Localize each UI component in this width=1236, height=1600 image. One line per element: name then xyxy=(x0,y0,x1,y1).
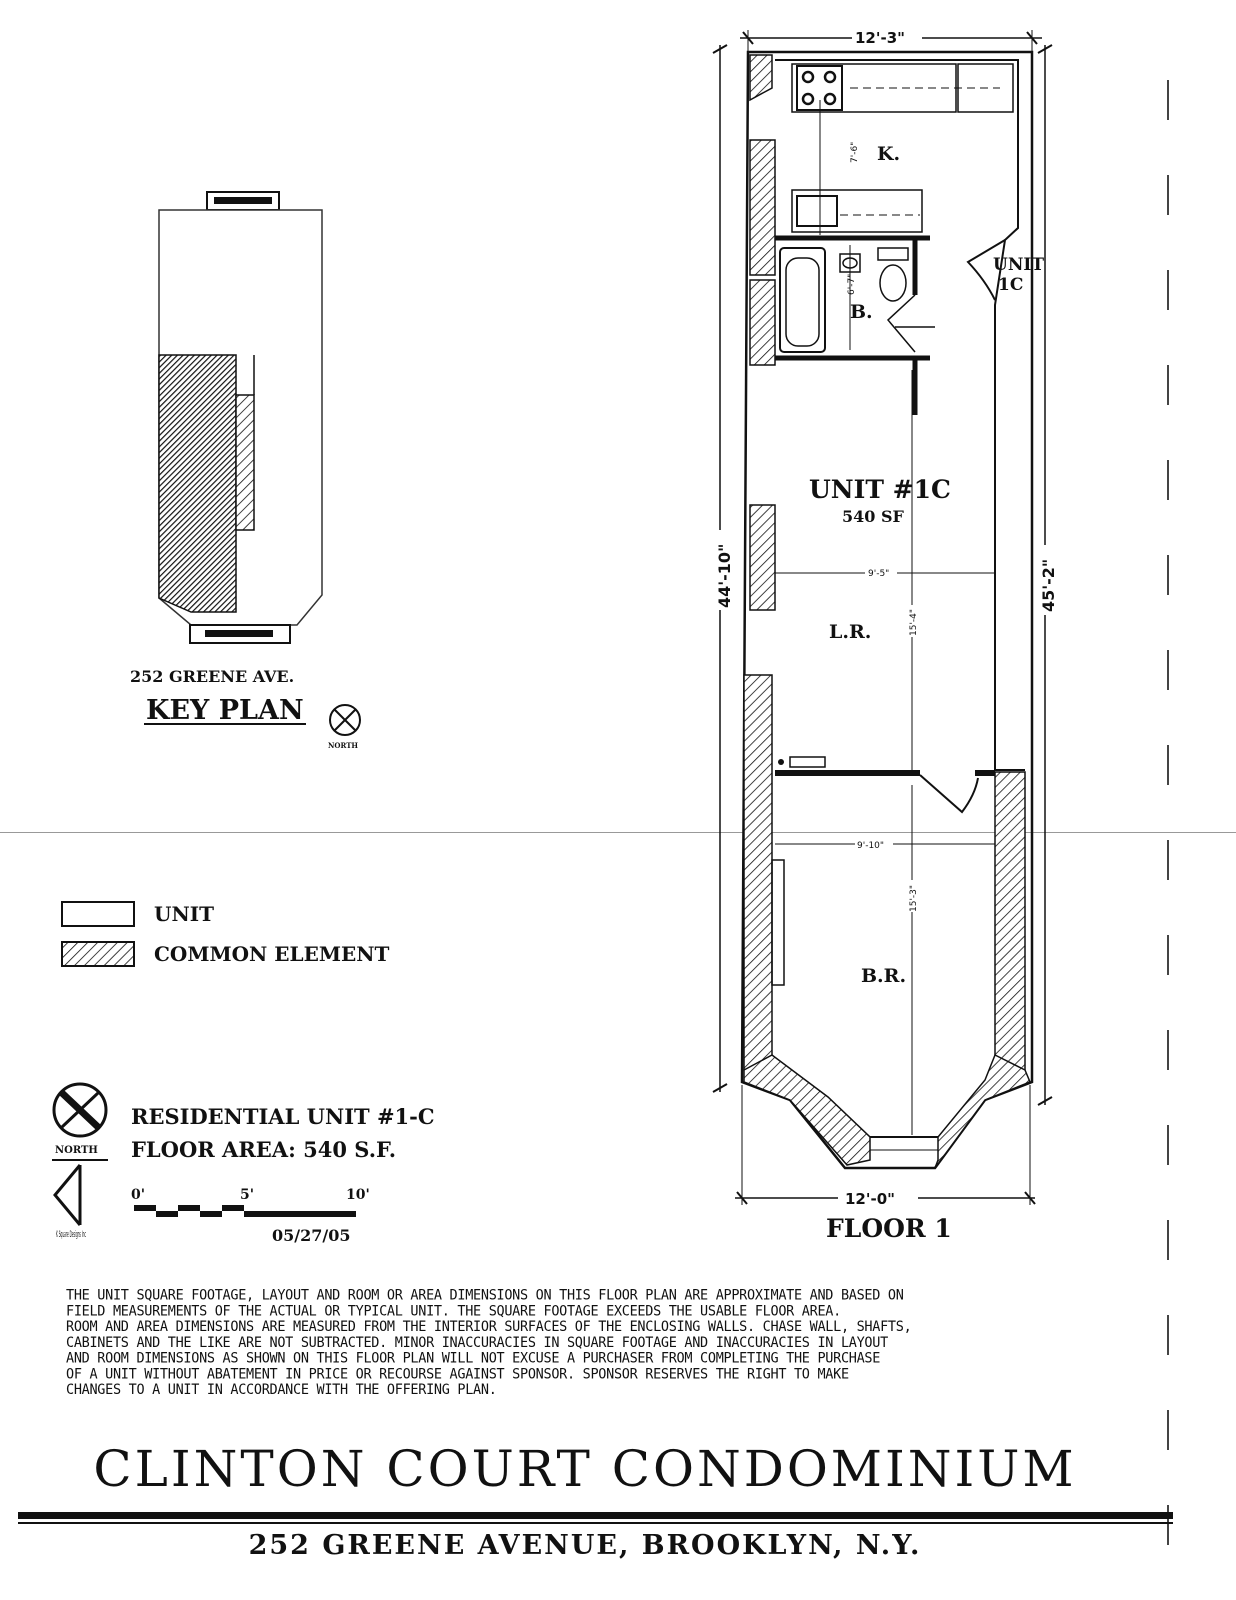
dim-right-length: 45'-2" xyxy=(1039,559,1058,612)
north-label: NORTH xyxy=(55,1145,98,1156)
bedroom-door xyxy=(919,774,979,814)
legend-unit-swatch xyxy=(61,901,135,927)
unit-name: RESIDENTIAL UNIT #1-C xyxy=(131,1104,435,1129)
disclaimer-line: CABINETS AND THE LIKE ARE NOT SUBTRACTED… xyxy=(66,1334,888,1351)
key-plan-north-arrow-icon xyxy=(329,704,361,736)
dim-top-width: 12'-3" xyxy=(855,29,905,47)
scale-zero: 0' xyxy=(131,1187,145,1203)
outer-wall xyxy=(740,50,1034,1170)
vanity-icon xyxy=(839,253,861,273)
key-plan-address: 252 GREENE AVE. xyxy=(130,667,294,686)
disclaimer-line: AND ROOM DIMENSIONS AS SHOWN ON THIS FLO… xyxy=(66,1349,881,1367)
k-square-logo xyxy=(53,1164,82,1226)
legend-common-swatch xyxy=(61,941,135,967)
room-label-bath: B. xyxy=(850,301,873,323)
legend-common-label: COMMON ELEMENT xyxy=(154,942,389,966)
unit-title: UNIT #1C xyxy=(809,475,951,504)
bay-window-left xyxy=(743,1054,871,1166)
bay-window-right xyxy=(934,1053,1031,1169)
dim-living-room-length: 15'-4" xyxy=(909,609,919,636)
designer-label: K Square Designs Inc xyxy=(56,1230,86,1240)
unit-floor-area: FLOOR AREA: 540 S.F. xyxy=(131,1137,396,1162)
key-plan-title: KEY PLAN xyxy=(146,695,304,726)
disclaimer-line: THE UNIT SQUARE FOOTAGE, LAYOUT AND ROOM… xyxy=(66,1286,904,1304)
disclaimer-line: ROOM AND AREA DIMENSIONS ARE MEASURED FR… xyxy=(66,1318,912,1336)
entry-label-line2: 1C xyxy=(998,275,1023,295)
unit-area: 540 SF xyxy=(842,507,905,526)
title-rule xyxy=(18,1512,1173,1519)
graphic-scale: 0' 5' 10' xyxy=(131,1187,370,1217)
key-plan xyxy=(158,191,323,644)
toilet-icon xyxy=(877,247,909,261)
floor-plan xyxy=(712,30,1053,1205)
closet-shelf xyxy=(771,859,785,986)
dim-bedroom-length: 15'-3" xyxy=(909,885,919,912)
dim-left-length: 44'-10" xyxy=(715,544,734,608)
disclaimer-line: OF A UNIT WITHOUT ABATEMENT IN PRICE OR … xyxy=(66,1365,849,1383)
entry-door xyxy=(966,239,1006,301)
dim-bottom-width: 12'-0" xyxy=(845,1190,895,1208)
scale-five: 5' xyxy=(240,1187,254,1203)
bathtub-icon xyxy=(779,247,826,353)
key-plan-north-label: NORTH xyxy=(328,741,358,750)
radiator-icon xyxy=(789,756,826,768)
plan-date: 05/27/05 xyxy=(272,1226,350,1245)
bath-door xyxy=(886,294,916,353)
disclaimer-line: CHANGES TO A UNIT IN ACCORDANCE WITH THE… xyxy=(66,1381,497,1399)
north-arrow-icon xyxy=(52,1082,108,1138)
sink-icon xyxy=(796,195,838,227)
dim-bath: 6'-7" xyxy=(847,274,857,295)
room-label-kitchen: K. xyxy=(877,143,900,165)
dim-bedroom-width: 9'-10" xyxy=(857,841,884,851)
floor-label: FLOOR 1 xyxy=(826,1214,952,1243)
dim-kitchen: 7'-6" xyxy=(850,142,860,163)
room-label-living-room: L.R. xyxy=(829,621,871,643)
entry-label-line1: UNIT xyxy=(993,255,1044,275)
building-address: 252 GREENE AVENUE, BROOKLYN, N.Y. xyxy=(248,1530,922,1561)
scale-ten: 10' xyxy=(346,1187,370,1203)
disclaimer-line: FIELD MEASUREMENTS OF THE ACTUAL OR TYPI… xyxy=(66,1302,841,1320)
dim-living-room-width: 9'-5" xyxy=(868,569,889,579)
disclaimer: THE UNIT SQUARE FOOTAGE, LAYOUT AND ROOM… xyxy=(66,1286,1166,1399)
key-plan-unit-area xyxy=(158,354,237,613)
condominium-title: CLINTON COURT CONDOMINIUM xyxy=(93,1440,1077,1498)
title-rule-thin xyxy=(18,1522,1173,1524)
legend-unit-label: UNIT xyxy=(154,902,214,926)
room-label-bedroom: B.R. xyxy=(861,965,906,987)
crease-line xyxy=(0,832,1236,833)
